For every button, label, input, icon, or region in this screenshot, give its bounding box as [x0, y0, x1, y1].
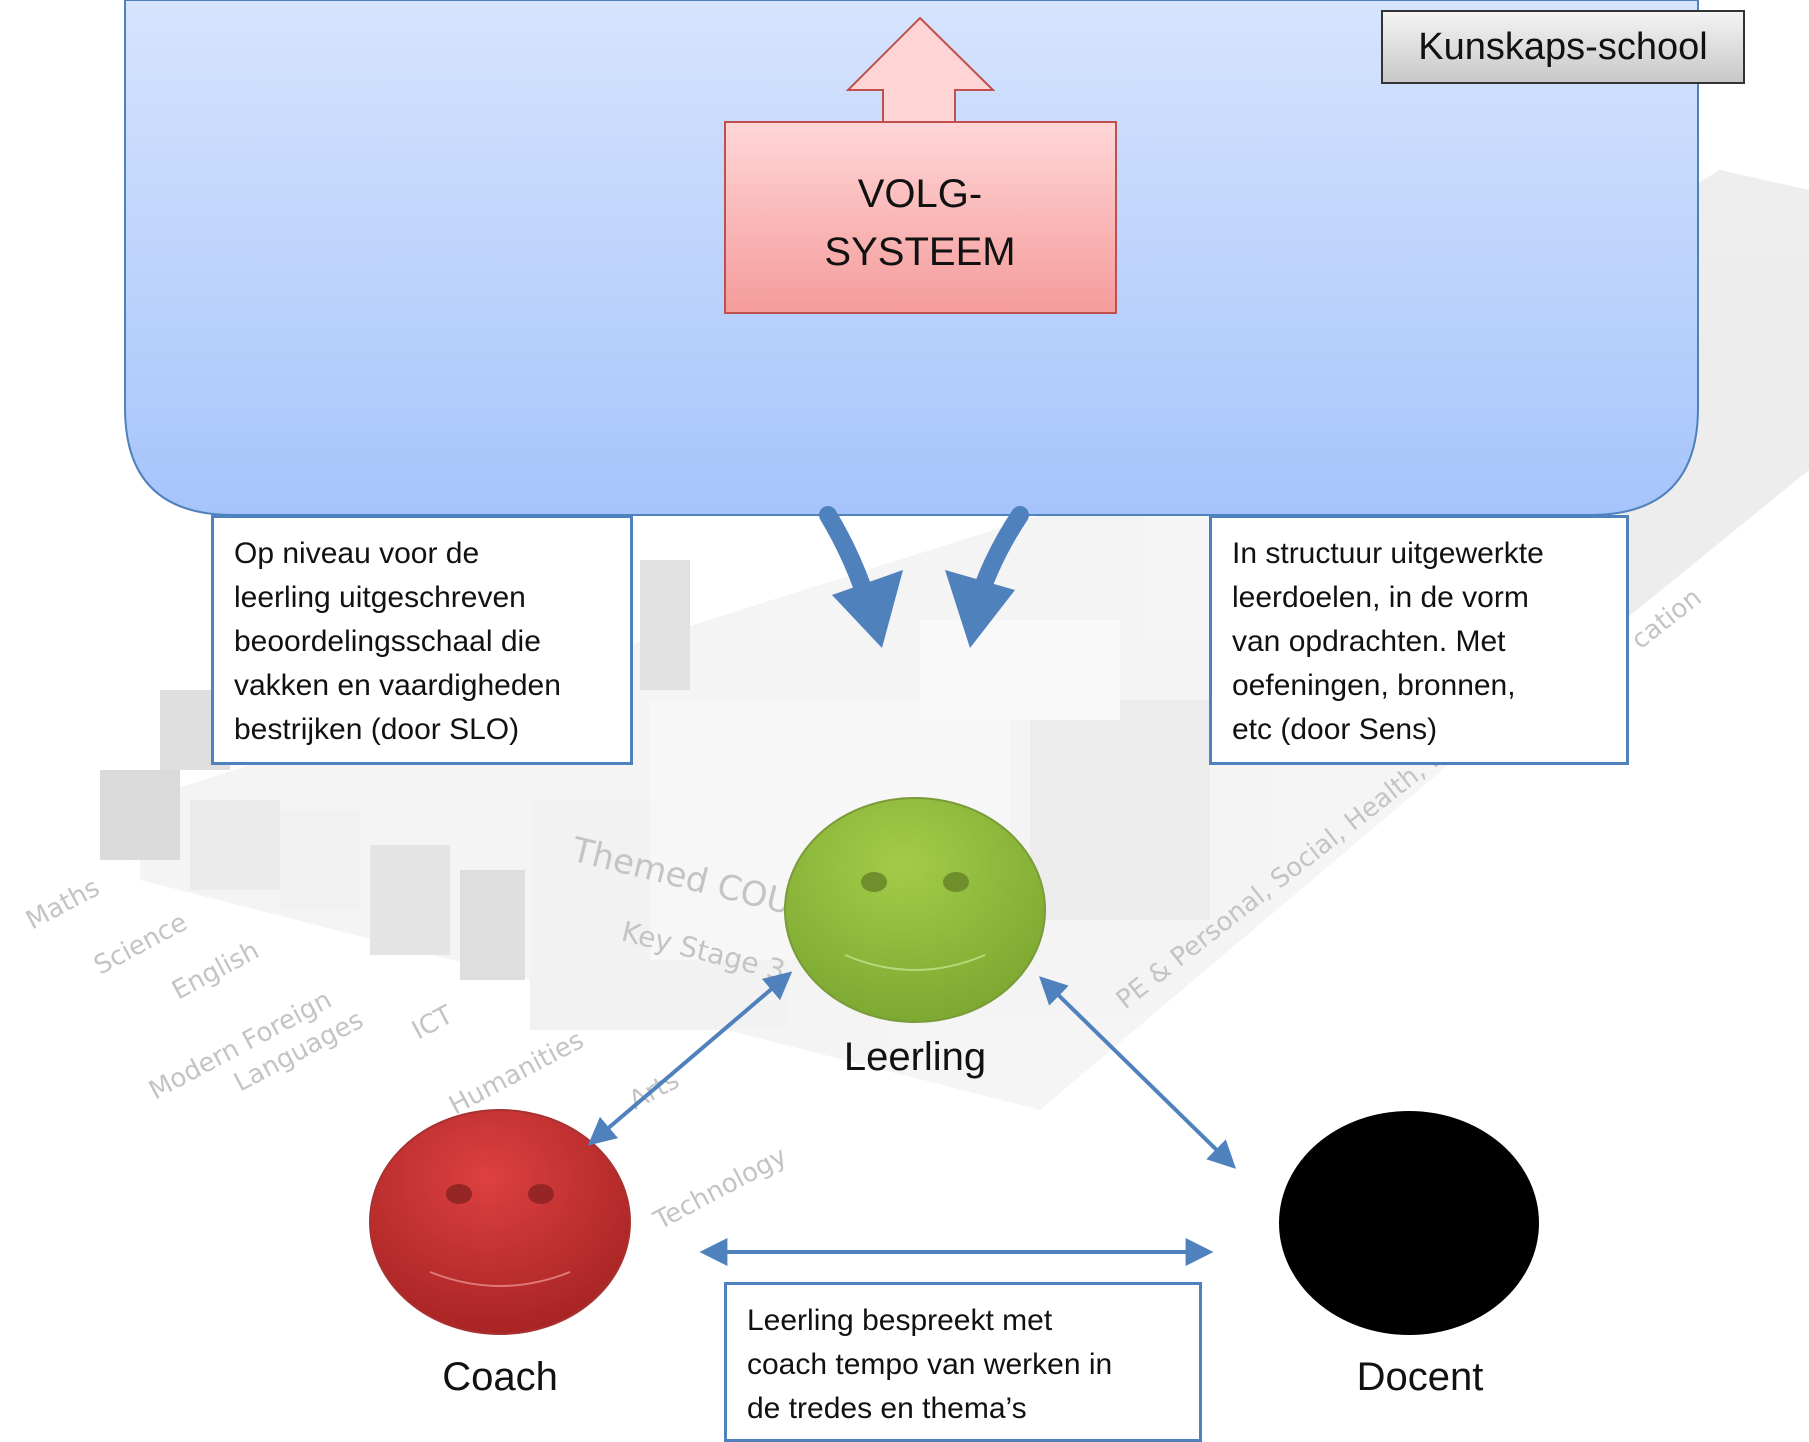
- leerling-label: Leerling: [843, 1035, 987, 1079]
- note-right-line: leerdoelen, in de vorm: [1232, 581, 1529, 614]
- note-bottom-coach-discussion: Leerling bespreekt met coach tempo van w…: [724, 1282, 1202, 1442]
- leerling-eye-right: [943, 872, 969, 892]
- bg-label-english: English: [167, 936, 264, 1007]
- coach-smile: [429, 1271, 571, 1287]
- volg-systeem-label: VOLG- SYSTEEM: [725, 165, 1115, 281]
- note-bottom-line: Leerling bespreekt met: [747, 1304, 1053, 1337]
- relation-arrows: [587, 971, 1237, 1266]
- coach-eye-left: [446, 1184, 472, 1204]
- note-bottom-line: coach tempo van werken in: [747, 1348, 1113, 1381]
- docent-face: [1279, 1111, 1539, 1335]
- note-right-line: van opdrachten. Met: [1232, 625, 1506, 658]
- coach-label: Coach: [442, 1355, 558, 1399]
- bg-label-science: Science: [89, 907, 192, 981]
- volg-systeem-line-2: SYSTEEM: [824, 230, 1016, 274]
- note-right-line: In structuur uitgewerkte: [1232, 537, 1544, 570]
- note-left-line: bestrijken (door SLO): [234, 713, 520, 746]
- bg-label-maths: Maths: [21, 873, 104, 936]
- coach-face: [369, 1109, 631, 1335]
- volg-systeem-line-1: VOLG-: [857, 172, 983, 216]
- note-left-line: Op niveau voor de: [234, 537, 480, 570]
- note-left-line: leerling uitgeschreven: [234, 581, 526, 614]
- bg-label-technology: Technology: [648, 1141, 792, 1236]
- note-left-assessment-scale: Op niveau voor de leerling uitgeschreven…: [211, 515, 633, 765]
- note-left-line: beoordelingsschaal die: [234, 625, 541, 658]
- note-right-learning-goals: In structuur uitgewerkte leerdoelen, in …: [1209, 515, 1629, 765]
- note-left-line: vakken en vaardigheden: [234, 669, 561, 702]
- curved-arrow-left-head: [832, 570, 903, 648]
- docent-label: Docent: [1356, 1355, 1484, 1399]
- leerling-smile: [844, 954, 986, 971]
- volg-systeem-box: [724, 121, 1117, 314]
- curved-arrow-right-head: [945, 570, 1015, 648]
- bg-label-humanities: Humanities: [444, 1025, 589, 1121]
- bg-label-ict: ICT: [407, 1000, 458, 1046]
- coach-eye-right: [528, 1184, 554, 1204]
- leerling-eye-left: [861, 872, 887, 892]
- kunskaps-school-label: Kunskaps-school: [1381, 10, 1745, 84]
- note-right-line: etc (door Sens): [1232, 713, 1438, 746]
- arrow-leerling-docent: [1038, 976, 1237, 1169]
- note-right-line: oefeningen, bronnen,: [1232, 669, 1516, 702]
- note-bottom-line: de tredes en thema’s: [747, 1392, 1027, 1425]
- arrow-leerling-coach: [587, 971, 793, 1146]
- leerling-face: [784, 797, 1046, 1023]
